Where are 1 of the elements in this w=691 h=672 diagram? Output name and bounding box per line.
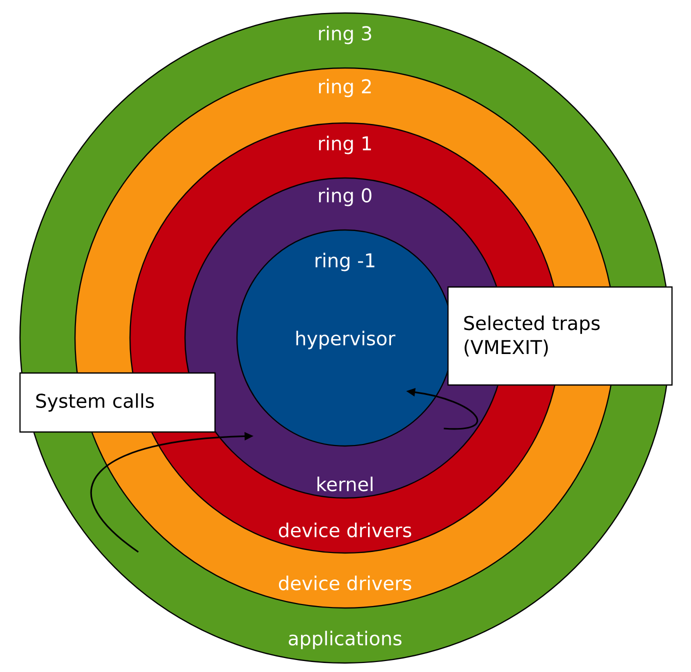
ring: ring -1 hypervisor [236,229,454,447]
